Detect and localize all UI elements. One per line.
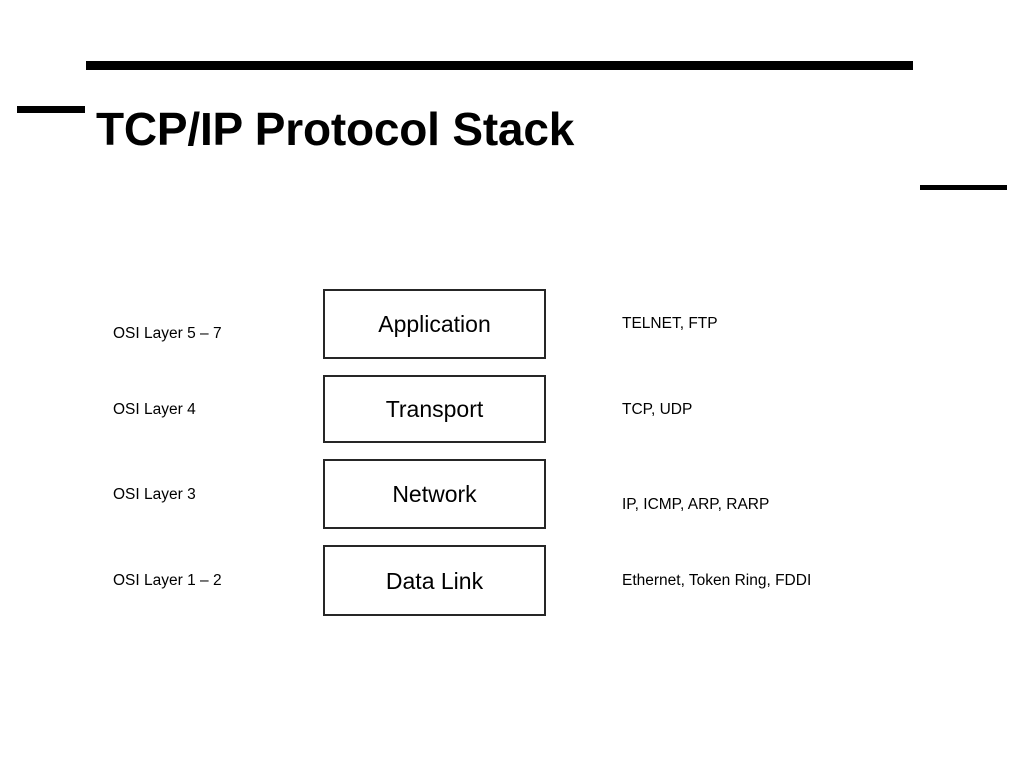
protocol-label-network: IP, ICMP, ARP, RARP <box>622 496 770 513</box>
title-top-rule <box>86 61 913 70</box>
layer-box-network[interactable]: Network <box>323 459 546 529</box>
layer-box-label-application: Application <box>378 311 491 337</box>
layer-box-transport[interactable]: Transport <box>323 375 546 443</box>
title-left-accent-rule <box>17 106 85 113</box>
osi-layer-label-application: OSI Layer 5 – 7 <box>113 325 222 342</box>
protocol-label-application: TELNET, FTP <box>622 315 718 332</box>
layer-box-label-data-link: Data Link <box>385 567 484 594</box>
title-right-accent-rule <box>920 185 1007 190</box>
layer-box-label-network: Network <box>392 481 477 507</box>
protocol-label-transport: TCP, UDP <box>622 401 693 418</box>
osi-layer-label-data-link: OSI Layer 1 – 2 <box>113 572 222 589</box>
osi-layer-label-transport: OSI Layer 4 <box>113 401 196 418</box>
layer-box-label-transport: Transport <box>385 396 484 422</box>
layer-box-application[interactable]: Application <box>323 289 546 359</box>
protocol-label-data-link: Ethernet, Token Ring, FDDI <box>622 572 812 589</box>
page-title: TCP/IP Protocol Stack <box>96 103 575 155</box>
osi-layer-label-network: OSI Layer 3 <box>113 486 196 503</box>
layer-box-data-link[interactable]: Data Link <box>323 545 546 616</box>
